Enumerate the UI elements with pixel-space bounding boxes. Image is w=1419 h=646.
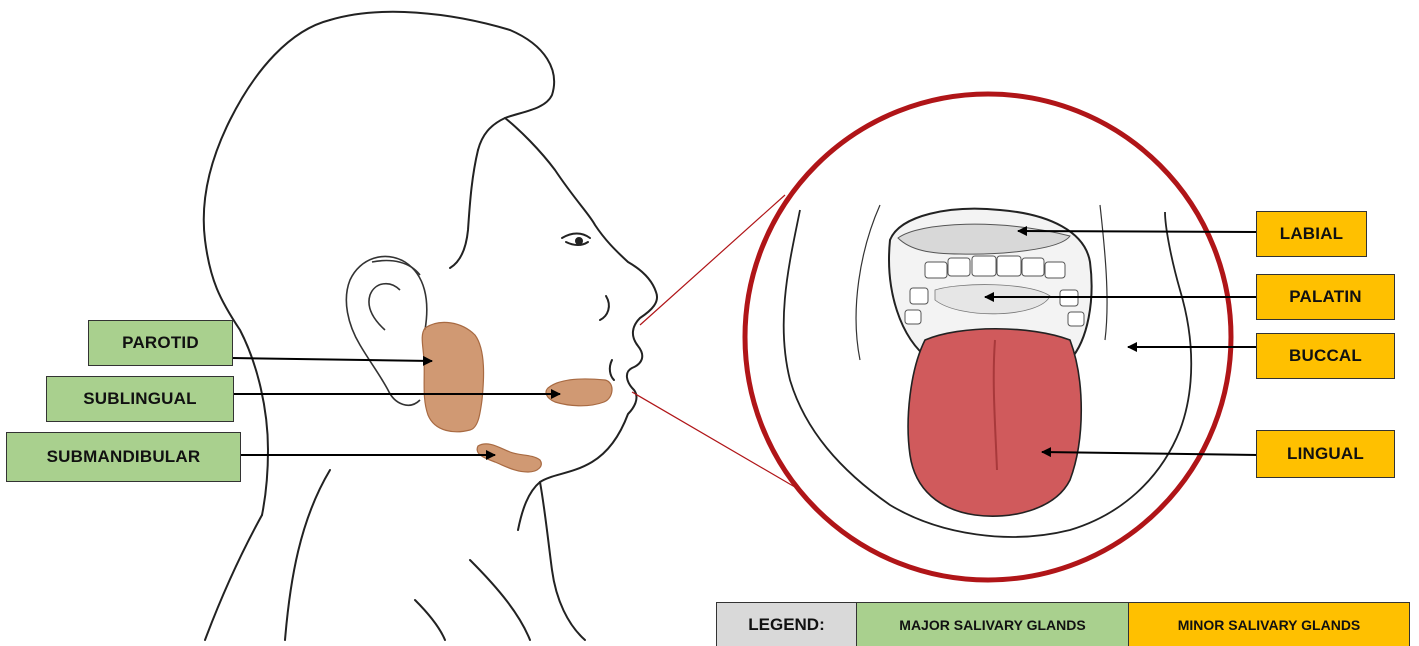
legend-major-swatch: MAJOR SALIVARY GLANDS <box>857 603 1129 646</box>
label-submandibular: SUBMANDIBULAR <box>6 432 241 482</box>
legend-minor-swatch: MINOR SALIVARY GLANDS <box>1129 603 1409 646</box>
submandibular-gland <box>477 444 541 472</box>
legend: LEGEND: MAJOR SALIVARY GLANDS MINOR SALI… <box>716 602 1410 646</box>
major-glands <box>422 322 612 472</box>
zoom-connectors <box>632 195 800 490</box>
label-palatin: PALATIN <box>1256 274 1395 320</box>
label-sublingual: SUBLINGUAL <box>46 376 234 422</box>
legend-title: LEGEND: <box>717 603 857 646</box>
arrow-parotid <box>232 358 432 361</box>
arrow-labial <box>1018 231 1258 232</box>
label-buccal: BUCCAL <box>1256 333 1395 379</box>
label-labial: LABIAL <box>1256 211 1367 257</box>
label-lingual: LINGUAL <box>1256 430 1395 478</box>
label-parotid: PAROTID <box>88 320 233 366</box>
mouth-detail <box>784 205 1192 537</box>
sublingual-gland <box>546 379 612 406</box>
ear-outline <box>346 256 426 405</box>
parotid-gland <box>422 322 483 431</box>
